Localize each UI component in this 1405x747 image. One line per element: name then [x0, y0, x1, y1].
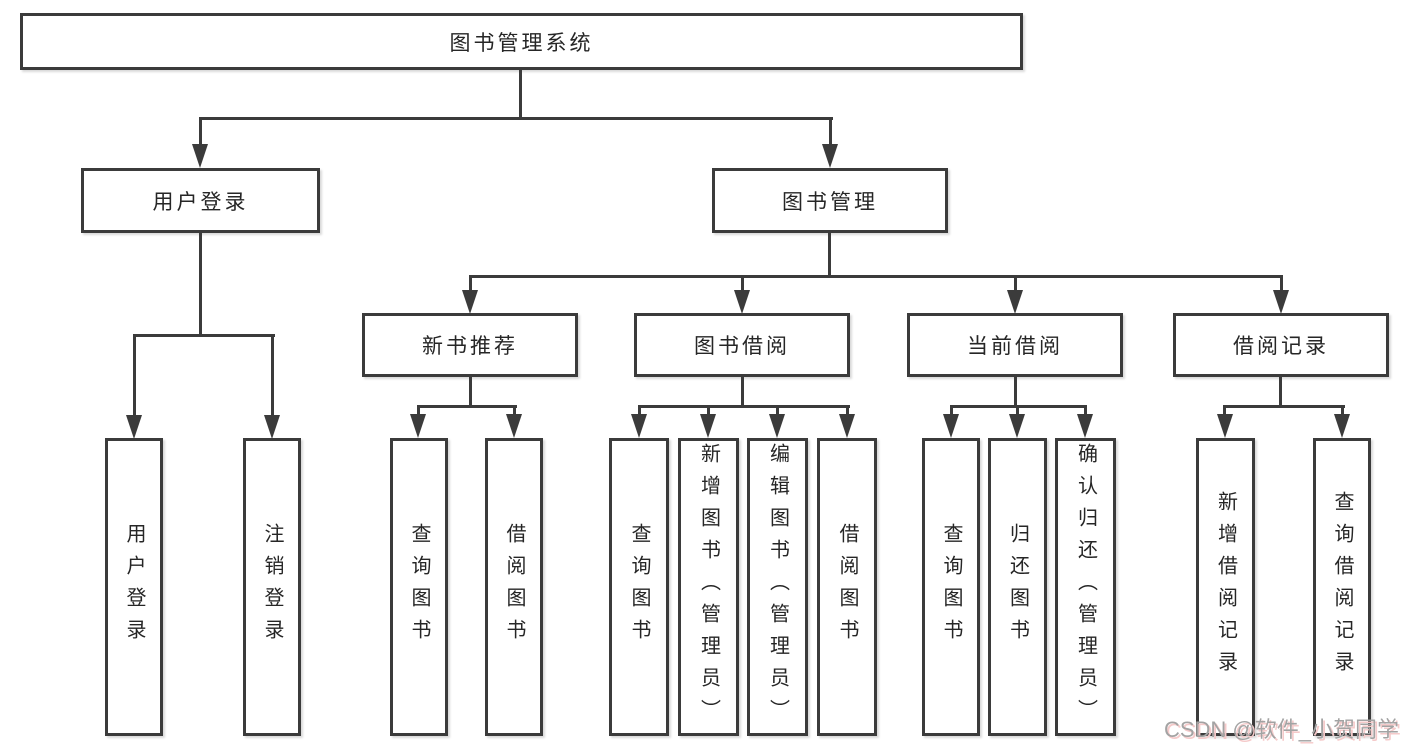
node-borrowing-records: 借阅记录	[1173, 313, 1389, 377]
connector-line	[846, 405, 849, 417]
connector-line	[1084, 405, 1087, 417]
arrow-down	[839, 414, 855, 438]
leaf-return-books: 归还图书	[988, 438, 1047, 736]
connector-line	[1014, 275, 1017, 292]
arrow-down	[192, 144, 208, 168]
arrow-down	[506, 414, 522, 438]
leaf-query-borrow-record: 查询借阅记录	[1313, 438, 1371, 736]
arrow-down	[410, 414, 426, 438]
node-book-management: 图书管理	[712, 168, 948, 233]
connector-line	[469, 275, 472, 292]
arrow-down	[943, 414, 959, 438]
arrow-down	[734, 290, 750, 314]
node-book-borrowing: 图书借阅	[634, 313, 850, 377]
leaf-borrow-books-label: 借阅图书	[836, 523, 858, 651]
connector-line	[828, 231, 831, 278]
arrow-down	[822, 144, 838, 168]
leaf-borrow-query-books: 查询图书	[609, 438, 669, 736]
connector-line	[1279, 374, 1282, 408]
leaf-logout-label: 注销登录	[261, 523, 283, 651]
node-library-management-system: 图书管理系统	[20, 13, 1023, 70]
arrow-down	[126, 415, 142, 439]
connector-line	[469, 275, 1283, 278]
arrow-down	[1007, 290, 1023, 314]
connector-line	[707, 405, 710, 417]
connector-line	[1223, 405, 1226, 417]
leaf-query-borrow-record-label: 查询借阅记录	[1331, 491, 1353, 683]
connector-line	[638, 405, 850, 408]
arrow-down	[1217, 414, 1233, 438]
connector-line	[741, 275, 744, 292]
leaf-recommend-query-books-label: 查询图书	[408, 523, 430, 651]
connector-line	[469, 374, 472, 408]
connector-line	[417, 405, 517, 408]
leaf-recommend-query-books: 查询图书	[390, 438, 448, 736]
csdn-watermark: CSDN @软件_小贺同学	[1163, 717, 1399, 742]
arrow-down	[1273, 290, 1289, 314]
node-new-book-recommendation: 新书推荐	[362, 313, 578, 377]
connector-line	[1223, 405, 1345, 408]
leaf-user-login: 用户登录	[105, 438, 163, 736]
connector-line	[776, 405, 779, 417]
connector-line	[199, 117, 202, 148]
leaf-confirm-return-admin-label: 确认归还（管理员）	[1074, 443, 1097, 731]
arrow-down	[1009, 414, 1025, 438]
leaf-add-borrow-record-label: 新增借阅记录	[1214, 491, 1237, 683]
leaf-borrow-books: 借阅图书	[817, 438, 877, 736]
connector-line	[1341, 405, 1344, 417]
connector-line	[638, 405, 641, 417]
arrow-down	[462, 290, 478, 314]
arrow-down	[264, 415, 280, 439]
leaf-edit-books-admin-label: 编辑图书（管理员）	[766, 443, 789, 731]
connector-line	[513, 405, 516, 417]
connector-line	[1016, 405, 1019, 417]
connector-line	[199, 117, 833, 120]
connector-line	[1280, 275, 1283, 292]
leaf-confirm-return-admin: 确认归还（管理员）	[1055, 438, 1116, 736]
leaf-recommend-borrow-books-label: 借阅图书	[503, 523, 525, 651]
leaf-user-login-label: 用户登录	[123, 523, 145, 651]
arrow-down	[631, 414, 647, 438]
connector-line	[1014, 374, 1017, 408]
arrow-down	[769, 414, 785, 438]
leaf-logout: 注销登录	[243, 438, 301, 736]
leaf-return-books-label: 归还图书	[1006, 523, 1029, 651]
connector-line	[199, 231, 202, 337]
leaf-current-query-books: 查询图书	[922, 438, 980, 736]
leaf-recommend-borrow-books: 借阅图书	[485, 438, 543, 736]
connector-line	[519, 68, 522, 120]
connector-line	[417, 405, 420, 417]
arrow-down	[1077, 414, 1093, 438]
connector-line	[271, 334, 274, 417]
connector-line	[950, 405, 953, 417]
connector-line	[829, 117, 832, 148]
leaf-borrow-query-books-label: 查询图书	[628, 523, 650, 651]
connector-line	[133, 334, 136, 417]
node-current-borrowing: 当前借阅	[907, 313, 1123, 377]
connector-line	[741, 374, 744, 408]
arrow-down	[700, 414, 716, 438]
leaf-add-books-admin: 新增图书（管理员）	[678, 438, 739, 736]
leaf-current-query-books-label: 查询图书	[940, 523, 962, 651]
leaf-add-books-admin-label: 新增图书（管理员）	[697, 443, 720, 731]
connector-line	[133, 334, 275, 337]
arrow-down	[1334, 414, 1350, 438]
leaf-add-borrow-record: 新增借阅记录	[1196, 438, 1255, 736]
node-user-login: 用户登录	[81, 168, 320, 233]
leaf-edit-books-admin: 编辑图书（管理员）	[747, 438, 808, 736]
